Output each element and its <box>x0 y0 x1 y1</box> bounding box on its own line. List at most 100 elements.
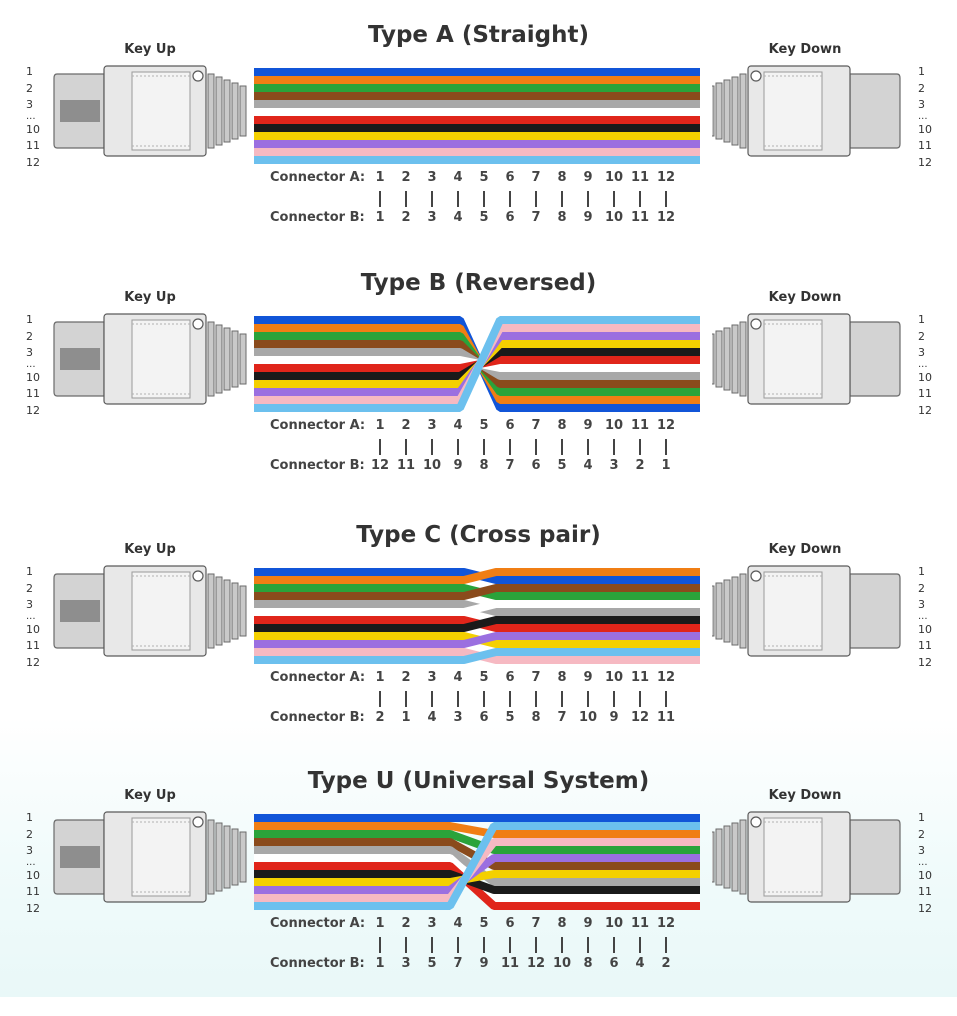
connector-b-value: 2 <box>375 710 385 725</box>
connector-a-value: 5 <box>479 670 489 685</box>
connector-b-label: Connector B: <box>270 210 365 225</box>
connector-b-value: 5 <box>479 210 489 225</box>
mapping-line <box>509 691 511 707</box>
connector-b-value: 11 <box>396 458 416 473</box>
connector-a-value: 3 <box>427 418 437 433</box>
pin-label: 11 <box>26 139 40 152</box>
fiber-2 <box>254 822 700 838</box>
connector-a-value: 8 <box>557 170 567 185</box>
pin-label: 11 <box>26 885 40 898</box>
connector-a-value: 7 <box>531 170 541 185</box>
fiber-3 <box>254 830 700 854</box>
mapping-line <box>509 937 511 953</box>
connector-a-value: 6 <box>505 418 515 433</box>
connector-b-label: Connector B: <box>270 956 365 971</box>
pin-label: 2 <box>26 329 33 343</box>
mapping-line <box>483 191 485 207</box>
connector-key-up <box>53 65 247 157</box>
mapping-line <box>457 937 459 953</box>
key-down-label: Key Down <box>768 290 842 305</box>
connector-key-up <box>53 811 247 903</box>
connector-b-value: 6 <box>609 956 619 971</box>
connector-a-value: 11 <box>630 916 650 931</box>
fiber-10 <box>254 632 700 648</box>
mapping-line <box>535 691 537 707</box>
connector-b-value: 12 <box>656 210 676 225</box>
connector-a-value: 2 <box>401 670 411 685</box>
connector-a-value: 11 <box>630 670 650 685</box>
pin-label: 12 <box>918 655 932 669</box>
connector-a-value: 3 <box>427 170 437 185</box>
pin-label: 11 <box>918 639 932 652</box>
mapping-line <box>457 439 459 455</box>
pin-label: 1 <box>918 811 925 824</box>
connector-a-value: 4 <box>453 916 463 931</box>
mapping-line <box>379 937 381 953</box>
connector-a-value: 6 <box>505 170 515 185</box>
fiber-12 <box>254 648 700 664</box>
mapping-line <box>483 691 485 707</box>
pin-label: 3 <box>918 346 925 359</box>
key-down-label: Key Down <box>768 542 842 557</box>
mapping-line <box>535 937 537 953</box>
key-indicator <box>60 846 100 868</box>
pin-label: ... <box>26 110 36 122</box>
fiber-path-svg <box>254 568 700 664</box>
mapping-line <box>483 937 485 953</box>
latch-circle <box>192 570 204 582</box>
pin-label: 10 <box>26 370 40 384</box>
connector-b-value: 9 <box>479 956 489 971</box>
fiber-ribbon <box>254 568 700 664</box>
connector-b-label: Connector B: <box>270 458 365 473</box>
connector-b-value: 6 <box>505 210 515 225</box>
fiber-ribbon <box>254 316 700 412</box>
connector-b-value: 7 <box>531 210 541 225</box>
connector-a-value: 2 <box>401 418 411 433</box>
pin-label: 2 <box>918 81 925 95</box>
connector-b-value: 12 <box>526 956 546 971</box>
panel-title: Type C (Cross pair) <box>356 522 601 548</box>
connector-b-value: 3 <box>427 210 437 225</box>
connector-b-value: 11 <box>630 210 650 225</box>
pin-label: 12 <box>26 901 40 915</box>
latch-circle <box>192 318 204 330</box>
pin-label: 11 <box>26 639 40 652</box>
connector-a-value: 9 <box>583 418 593 433</box>
pin-label: 2 <box>26 581 33 595</box>
pin-label: 1 <box>918 65 925 78</box>
mapping-line <box>587 439 589 455</box>
latch-circle <box>750 318 762 330</box>
connector-a-value: 7 <box>531 916 541 931</box>
connector-a-label: Connector A: <box>270 418 366 433</box>
connector-a-value: 2 <box>401 170 411 185</box>
connector-a-label: Connector A: <box>270 170 366 185</box>
pin-label: 11 <box>918 139 932 152</box>
connector-a-value: 4 <box>453 170 463 185</box>
connector-boot <box>849 321 901 397</box>
mapping-line <box>405 439 407 455</box>
mapping-line <box>561 191 563 207</box>
connector-a-value: 2 <box>401 916 411 931</box>
connector-window <box>763 571 823 651</box>
connector-b-value: 1 <box>401 710 411 725</box>
panel-title: Type B (Reversed) <box>360 270 597 296</box>
connector-a-value: 9 <box>583 670 593 685</box>
connector-window <box>763 319 823 399</box>
connector-window <box>763 71 823 151</box>
mapping-line <box>613 937 615 953</box>
pin-label: ... <box>26 358 36 370</box>
connector-a-value: 8 <box>557 916 567 931</box>
mapping-line <box>405 937 407 953</box>
pin-label: 1 <box>26 565 33 578</box>
fiber-ribbon <box>254 68 700 164</box>
connector-a-value: 5 <box>479 418 489 433</box>
connector-a-value: 4 <box>453 418 463 433</box>
connector-window <box>763 817 823 897</box>
key-indicator <box>60 100 100 122</box>
